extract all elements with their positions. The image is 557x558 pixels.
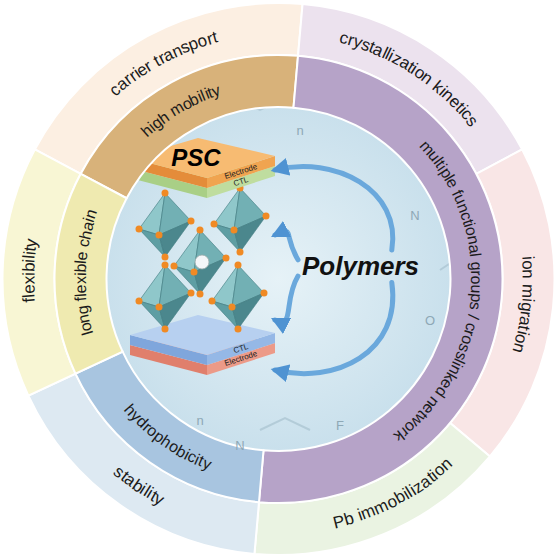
structure-letter: n xyxy=(296,124,303,137)
solar-cell-stack: PSC xyxy=(130,140,275,385)
segment-outline xyxy=(54,173,127,374)
segment-shape xyxy=(259,56,503,503)
curved-arrow xyxy=(275,167,393,250)
segment-label: ion migration xyxy=(506,246,541,361)
text-glyph: e xyxy=(20,284,37,294)
polymers-text: Polymers xyxy=(302,252,419,281)
layer-label: Electrode xyxy=(224,350,259,368)
text-glyph: l xyxy=(20,293,37,298)
structure-letter: N xyxy=(235,439,244,452)
segment-label: multiple functional groups / crosslinked… xyxy=(387,136,488,448)
curved-arrow xyxy=(275,276,298,322)
structure-letter: O xyxy=(425,314,435,327)
segment-outline xyxy=(80,55,299,199)
text-glyph: s xyxy=(466,301,483,311)
text-glyph: l xyxy=(467,252,483,257)
cell-title: PSC xyxy=(171,146,220,170)
curved-arrow xyxy=(275,283,393,374)
text-glyph: u xyxy=(468,284,484,294)
segment-outline xyxy=(75,351,264,503)
segment-label: high mobility xyxy=(135,79,228,143)
text-glyph: b xyxy=(20,262,37,272)
text-glyph: x xyxy=(72,276,88,284)
text-glyph: o xyxy=(519,260,537,270)
ring-segment: high mobility xyxy=(80,55,299,199)
text-glyph xyxy=(520,279,537,284)
text-glyph: e xyxy=(73,284,89,294)
text-glyph: m xyxy=(519,283,537,298)
text-glyph: g xyxy=(468,261,485,271)
segment-label: hydrophobicity xyxy=(118,398,219,476)
layer-label: CTL xyxy=(233,176,250,188)
text-glyph: i xyxy=(20,272,37,276)
text-glyph: / xyxy=(465,313,482,320)
text-glyph: n xyxy=(520,270,537,280)
structure-letter: N xyxy=(410,209,419,222)
center-disc xyxy=(107,107,451,451)
text-glyph: r xyxy=(468,270,484,276)
structure-letter: n xyxy=(196,414,203,427)
structure-letter: F xyxy=(336,419,344,432)
text-glyph: i xyxy=(73,272,89,276)
text-glyph: x xyxy=(20,276,37,285)
text-glyph: o xyxy=(468,275,484,284)
ring-segment: hydrophobicity xyxy=(75,351,264,503)
curved-arrow xyxy=(275,231,298,260)
polymers-label: Polymers xyxy=(298,250,423,283)
segment-shape xyxy=(54,174,126,374)
segment-shape xyxy=(75,352,263,502)
ring-segment: long flexible chain xyxy=(54,173,127,374)
segment-shape xyxy=(81,55,298,198)
perovskite-stack xyxy=(130,138,275,375)
text-glyph: e xyxy=(73,250,90,261)
segment-label: flexibility xyxy=(16,230,44,313)
text-glyph: b xyxy=(73,263,89,273)
text-glyph: y xyxy=(22,237,40,248)
segment-label: long flexible chain xyxy=(69,202,104,345)
